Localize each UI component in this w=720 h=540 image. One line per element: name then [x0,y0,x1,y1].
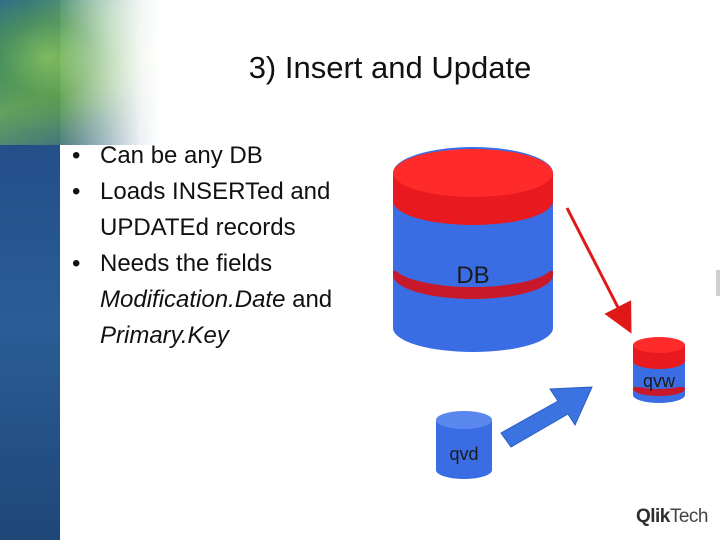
bullet-text-segment: Modification.Date [100,286,285,313]
qvw-cylinder: qvw [633,337,685,403]
bullet-dot: • [72,174,100,246]
bullet-text-segment: and [285,286,332,313]
brand-logo: QlikTech [636,506,708,528]
edge-mark [716,270,720,296]
brand-part1: Qlik [636,506,670,527]
bullet-item: •Needs the fields Modification.Date and … [72,246,382,354]
qvd-cylinder: qvd [436,411,492,479]
bullet-text: Loads INSERTed and UPDATEd records [100,174,382,246]
qvd-label: qvd [449,444,478,464]
bullet-text: Needs the fields Modification.Date and P… [100,246,382,354]
slide-title: 3) Insert and Update [130,50,650,86]
qvw-label: qvw [643,371,676,391]
db-label: DB [456,262,489,289]
bullet-text-segment: Can be any DB [100,142,263,169]
bullet-text: Can be any DB [100,138,382,174]
bullet-item: •Loads INSERTed and UPDATEd records [72,174,382,246]
bullet-dot: • [72,138,100,174]
red-arrow [567,208,626,323]
db-diagram: DB qvw qvd [370,125,700,500]
db-cylinder: DB [393,147,553,352]
bullet-item: •Can be any DB [72,138,382,174]
bullet-text-segment: Primary.Key [100,322,229,349]
brand-part2: Tech [670,506,708,527]
bullet-text-segment: Loads INSERTed and UPDATEd records [100,178,330,241]
bullet-dot: • [72,246,100,354]
bullet-text-segment: Needs the fields [100,250,272,277]
blue-arrow [501,387,592,447]
bullet-list: •Can be any DB•Loads INSERTed and UPDATE… [72,138,382,354]
